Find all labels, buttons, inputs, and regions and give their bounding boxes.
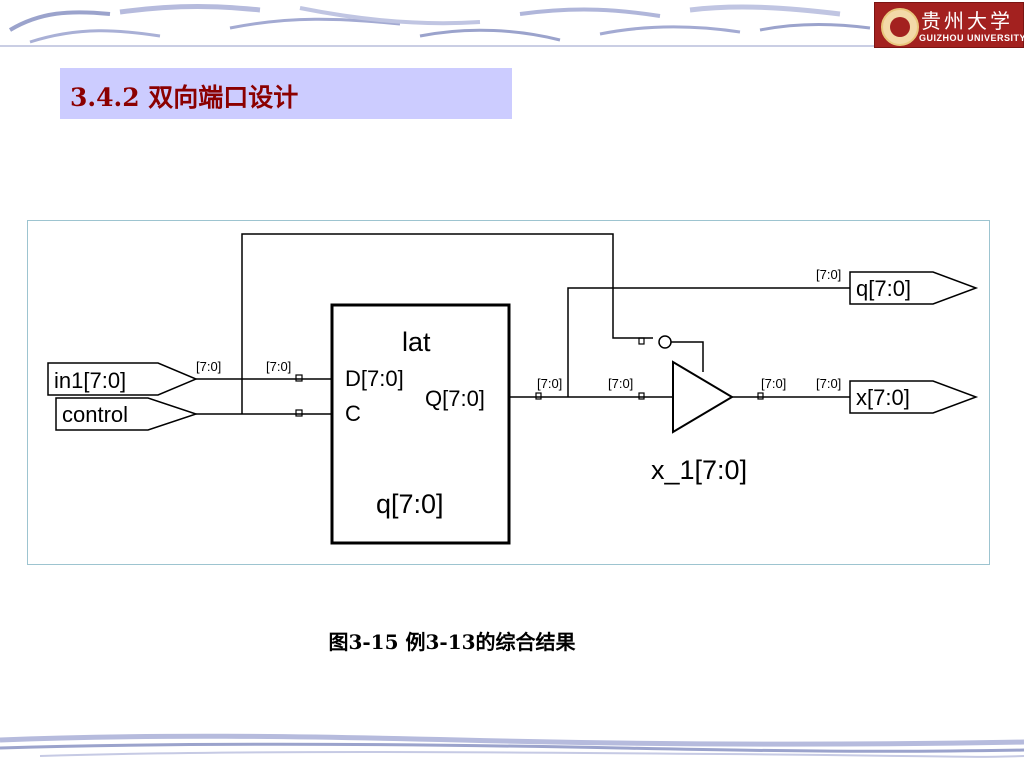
schematic-diagram: in1[7:0] control q[7:0] x[7:0] lat D[7:0… bbox=[47, 233, 979, 545]
logo-chinese-name: 贵州大学 bbox=[921, 9, 1013, 33]
latch-pin-c: C bbox=[345, 401, 361, 426]
university-seal-icon bbox=[881, 8, 919, 46]
university-logo: 贵州大学 GUIZHOU UNIVERSITY bbox=[874, 2, 1024, 48]
wire-to-q-output bbox=[567, 287, 850, 397]
bus-label-q-out: [7:0] bbox=[816, 267, 841, 282]
latch-cell bbox=[330, 303, 511, 545]
slide-title: 3.4.2 双向端口设计 bbox=[70, 83, 299, 112]
latch-type-label: lat bbox=[402, 327, 431, 357]
input-label-control: control bbox=[62, 402, 128, 427]
bus-label-buffer-in: [7:0] bbox=[608, 376, 633, 391]
bus-label-in1: [7:0] bbox=[196, 359, 221, 374]
figure-caption: 图3-15 例3-13的综合结果 bbox=[328, 630, 576, 654]
input-label-in1: in1[7:0] bbox=[54, 368, 126, 393]
latch-instance-name: q[7:0] bbox=[376, 489, 444, 519]
input-port-control bbox=[55, 397, 199, 431]
logo-english-name: GUIZHOU UNIVERSITY bbox=[919, 33, 1024, 43]
output-label-x: x[7:0] bbox=[856, 385, 910, 410]
input-port-in1 bbox=[47, 362, 198, 396]
latch-pin-d: D[7:0] bbox=[345, 366, 404, 391]
bus-label-latch-d: [7:0] bbox=[266, 359, 291, 374]
bus-label-latch-q: [7:0] bbox=[537, 376, 562, 391]
output-port-q bbox=[849, 271, 979, 305]
tristate-buffer bbox=[672, 360, 734, 434]
bottom-decorative-band bbox=[0, 733, 1024, 758]
output-port-x bbox=[849, 380, 979, 414]
buffer-instance-name: x_1[7:0] bbox=[651, 455, 747, 485]
latch-pin-q: Q[7:0] bbox=[425, 386, 485, 411]
bus-label-x-out: [7:0] bbox=[816, 376, 841, 391]
wire-buffer-enable bbox=[669, 341, 704, 372]
enable-inverter-bubble bbox=[658, 335, 672, 349]
bus-label-buffer-out: [7:0] bbox=[761, 376, 786, 391]
output-label-q: q[7:0] bbox=[856, 276, 911, 301]
top-decorative-band bbox=[0, 4, 1024, 47]
slide-title-box: 3.4.2 双向端口设计 bbox=[60, 68, 512, 119]
schematic-frame: in1[7:0] control q[7:0] x[7:0] lat D[7:0… bbox=[27, 220, 990, 565]
wire-control-feedback bbox=[241, 233, 653, 414]
